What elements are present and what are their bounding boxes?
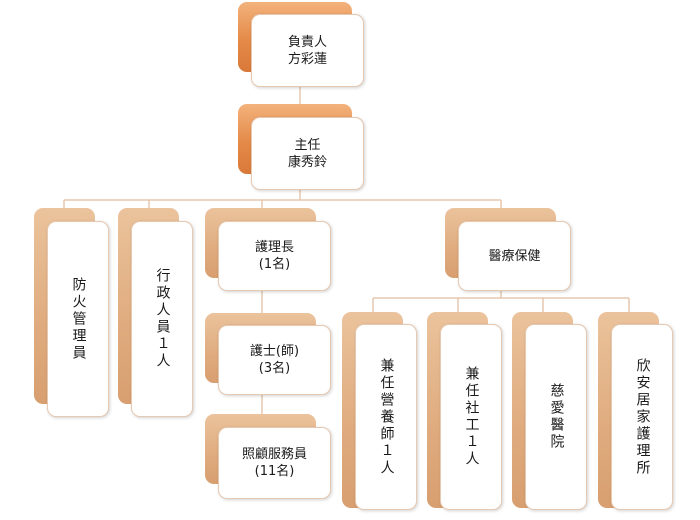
node-caregiver: 照顧服務員 (11名) [205, 414, 331, 500]
head-nurse-title: 護理長 [254, 240, 294, 255]
node-head: 負責人 方彩蓮 [238, 2, 364, 88]
node-medical-care: 醫療保健 [445, 208, 571, 292]
medical-care-label: 醫療保健 [488, 248, 541, 264]
node-head-nurse: 護理長 (1名) [205, 208, 331, 292]
node-social-worker: 兼任社工１人 [427, 312, 503, 512]
node-nurse: 護士(師) (3名) [205, 313, 331, 397]
head-title: 負責人 [287, 34, 327, 50]
social-worker-label: 兼任社工１人 [463, 366, 480, 468]
nurse-title: 護士(師) [249, 344, 300, 359]
caregiver-title: 照顧服務員 [241, 447, 307, 462]
home-care-label: 欣安居家護理所 [634, 357, 651, 477]
node-dietitian: 兼任營養師１人 [342, 312, 418, 512]
fire-manager-label: 防火管理員 [70, 276, 87, 362]
node-home-care: 欣安居家護理所 [598, 312, 674, 512]
director-title: 主任 [294, 137, 321, 153]
head-nurse-count: (1名) [258, 257, 291, 272]
admin-staff-label: 行政人員１人 [154, 268, 171, 370]
node-fire-manager: 防火管理員 [34, 208, 110, 418]
caregiver-count: (11名) [254, 464, 295, 479]
director-name: 康秀鈴 [287, 154, 327, 170]
head-name: 方彩蓮 [287, 51, 327, 67]
nurse-count: (3名) [258, 361, 291, 376]
node-admin-staff: 行政人員１人 [118, 208, 194, 418]
node-hospital: 慈愛醫院 [512, 312, 588, 512]
dietitian-label: 兼任營養師１人 [378, 357, 395, 477]
node-director: 主任 康秀鈴 [238, 104, 364, 190]
hospital-label: 慈愛醫院 [548, 383, 565, 451]
